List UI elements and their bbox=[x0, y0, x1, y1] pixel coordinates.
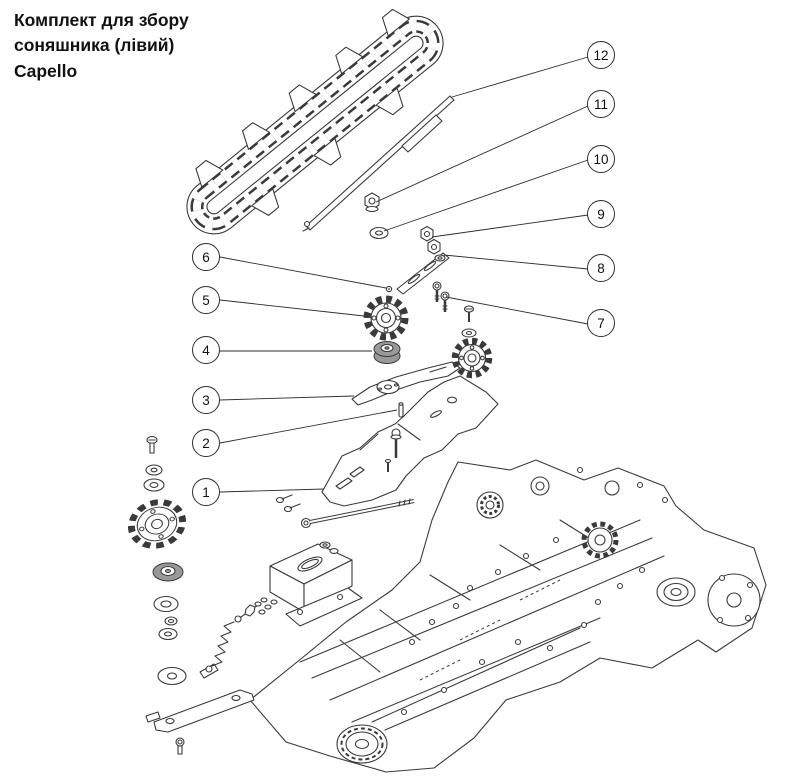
callout-3: 3 bbox=[192, 386, 220, 414]
mount-bracket bbox=[269, 543, 363, 627]
mounting-plate bbox=[321, 375, 499, 507]
callout-7: 7 bbox=[587, 309, 615, 337]
callout-6: 6 bbox=[192, 243, 220, 271]
callout-2: 2 bbox=[192, 429, 220, 457]
long-bolt-and-pins bbox=[275, 494, 415, 554]
idler-sprocket bbox=[451, 305, 493, 379]
gathering-chain bbox=[186, 8, 444, 235]
row-unit-frame bbox=[249, 459, 767, 773]
callout-8: 8 bbox=[587, 254, 615, 282]
callout-12: 12 bbox=[587, 41, 615, 69]
callout-10: 10 bbox=[587, 145, 615, 173]
leader-lines bbox=[219, 56, 589, 493]
title-line-3: Capello bbox=[14, 60, 78, 81]
callout-11: 11 bbox=[587, 90, 615, 118]
roll-pin bbox=[398, 402, 404, 418]
hex-nuts-and-washers bbox=[364, 192, 446, 262]
knife-blade bbox=[396, 252, 450, 295]
drive-sprocket bbox=[363, 295, 409, 341]
cutter-arm bbox=[351, 361, 461, 406]
title-line-1: Комплект для збору bbox=[14, 10, 189, 30]
callout-9: 9 bbox=[587, 200, 615, 228]
left-hardware-column bbox=[127, 435, 255, 755]
bearing bbox=[373, 341, 401, 364]
callout-1: 1 bbox=[192, 478, 220, 506]
callout-5: 5 bbox=[192, 286, 220, 314]
page-title: Комплект для збору соняшника (лівий) Cap… bbox=[14, 8, 189, 84]
title-line-2: соняшника (лівий) bbox=[14, 35, 175, 56]
support-rod bbox=[302, 95, 455, 232]
cotter-pin bbox=[385, 285, 393, 293]
callout-4: 4 bbox=[192, 336, 220, 364]
tension-spring-assembly bbox=[199, 597, 278, 679]
